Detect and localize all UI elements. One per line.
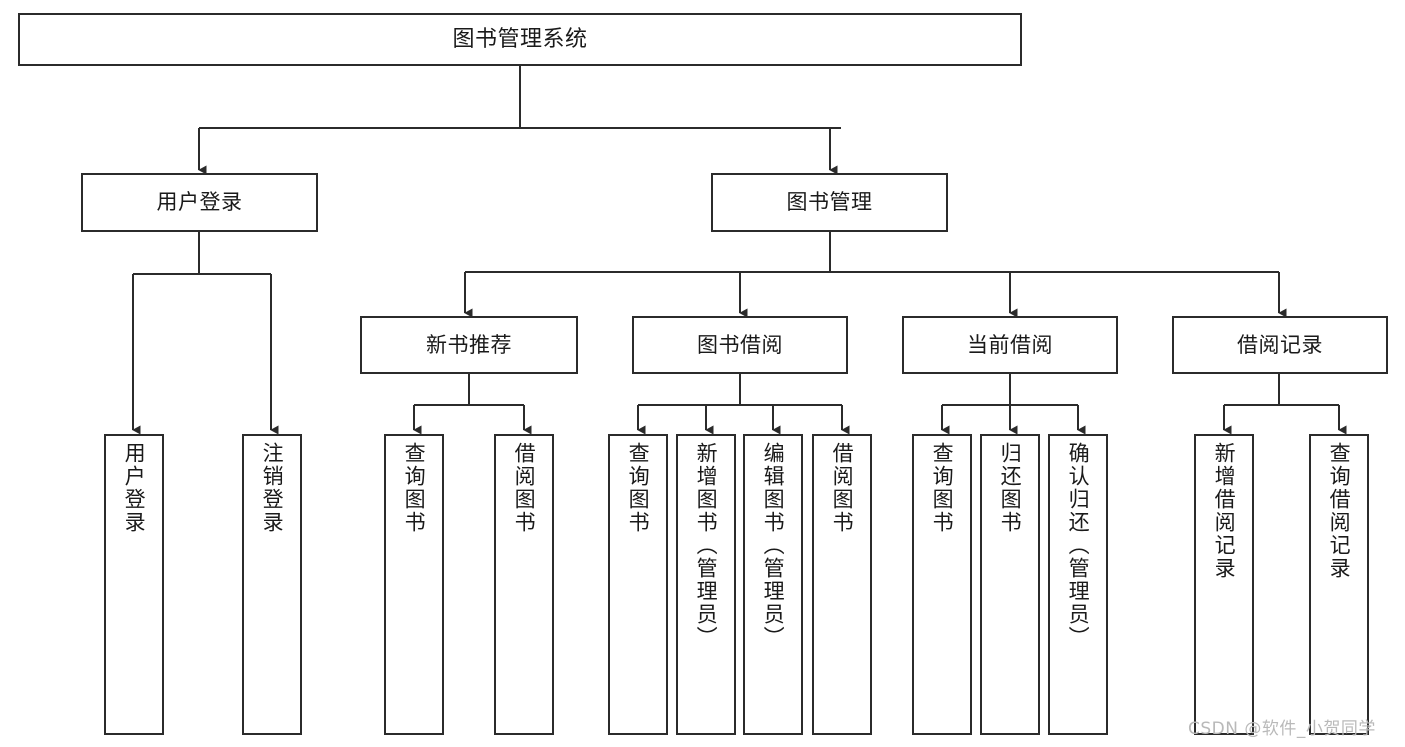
node-leaf-edit-book[interactable]: 编辑图书（管理员）	[743, 434, 803, 735]
node-leaf-user-login[interactable]: 用户登录	[104, 434, 164, 735]
node-leaf-borrow-book-2-label: 借阅图书	[830, 442, 855, 534]
node-user-login[interactable]: 用户登录	[81, 173, 318, 232]
node-leaf-query-book-2[interactable]: 查询图书	[608, 434, 668, 735]
node-user-login-label: 用户登录	[156, 190, 243, 215]
node-book-management[interactable]: 图书管理	[711, 173, 948, 232]
node-leaf-return-book[interactable]: 归还图书	[980, 434, 1040, 735]
node-leaf-borrow-book-1-label: 借阅图书	[512, 442, 537, 534]
node-leaf-query-book-3[interactable]: 查询图书	[912, 434, 972, 735]
node-book-management-label: 图书管理	[786, 190, 873, 215]
node-leaf-query-record[interactable]: 查询借阅记录	[1309, 434, 1369, 735]
node-leaf-user-login-label: 用户登录	[122, 442, 147, 534]
node-borrow-record[interactable]: 借阅记录	[1172, 316, 1388, 374]
node-leaf-return-book-label: 归还图书	[998, 442, 1023, 534]
node-leaf-add-book[interactable]: 新增图书（管理员）	[676, 434, 736, 735]
node-new-book-recommend-label: 新书推荐	[426, 332, 512, 357]
node-new-book-recommend[interactable]: 新书推荐	[360, 316, 578, 374]
node-leaf-query-book-1-label: 查询图书	[402, 442, 427, 534]
node-leaf-add-record[interactable]: 新增借阅记录	[1194, 434, 1254, 735]
node-leaf-logout-label: 注销登录	[260, 442, 285, 534]
node-leaf-confirm-return[interactable]: 确认归还（管理员）	[1048, 434, 1108, 735]
node-book-borrow[interactable]: 图书借阅	[632, 316, 848, 374]
node-root-label: 图书管理系统	[452, 26, 588, 52]
node-leaf-logout[interactable]: 注销登录	[242, 434, 302, 735]
node-current-borrow-label: 当前借阅	[967, 332, 1053, 357]
node-borrow-record-label: 借阅记录	[1237, 332, 1323, 357]
node-leaf-add-record-label: 新增借阅记录	[1212, 442, 1237, 580]
node-leaf-query-book-2-label: 查询图书	[626, 442, 651, 534]
node-leaf-add-book-label: 新增图书（管理员）	[694, 442, 719, 649]
node-leaf-borrow-book-1[interactable]: 借阅图书	[494, 434, 554, 735]
node-leaf-query-book-3-label: 查询图书	[930, 442, 955, 534]
node-root[interactable]: 图书管理系统	[18, 13, 1022, 66]
node-book-borrow-label: 图书借阅	[697, 332, 783, 357]
node-leaf-query-record-label: 查询借阅记录	[1327, 442, 1352, 580]
csdn-watermark: CSDN @软件_小贺同学	[1188, 719, 1376, 739]
node-current-borrow[interactable]: 当前借阅	[902, 316, 1118, 374]
node-leaf-query-book-1[interactable]: 查询图书	[384, 434, 444, 735]
node-leaf-borrow-book-2[interactable]: 借阅图书	[812, 434, 872, 735]
node-leaf-edit-book-label: 编辑图书（管理员）	[761, 442, 786, 649]
node-leaf-confirm-return-label: 确认归还（管理员）	[1066, 442, 1091, 649]
